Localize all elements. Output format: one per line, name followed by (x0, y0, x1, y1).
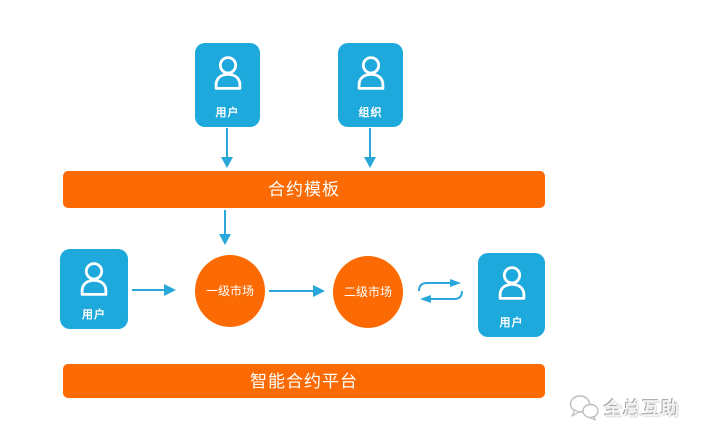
arrow-template-to-primary (218, 210, 232, 245)
circle-secondary-market: 二级市场 (333, 256, 403, 328)
node-user-left-label: 用户 (82, 309, 106, 321)
user-icon (214, 56, 241, 90)
circle-primary-market-label: 一级市场 (205, 284, 254, 298)
bar-contract-template: 合约模板 (63, 171, 545, 208)
arrow-org-to-template (363, 128, 377, 168)
circle-primary-market: 一级市场 (195, 255, 265, 327)
arrow-user-to-primary (132, 283, 176, 297)
node-org-top: 组织 (338, 43, 403, 127)
node-user-left: 用户 (60, 249, 128, 329)
arrow-primary-to-secondary (269, 284, 325, 298)
user-icon (498, 266, 525, 300)
user-icon (357, 56, 384, 90)
bar-contract-template-label: 合约模板 (268, 180, 340, 199)
node-user-top: 用户 (195, 43, 260, 127)
node-user-top-label: 用户 (215, 107, 240, 119)
bar-smart-contract-platform: 智能合约平台 (63, 364, 545, 398)
wechat-logo-icon (569, 395, 599, 421)
watermark-text: 全总互助 (604, 398, 680, 419)
arrow-exchange-secondary-user (417, 278, 464, 304)
user-icon (80, 262, 108, 296)
bar-smart-contract-platform-label: 智能合约平台 (250, 371, 358, 391)
node-user-right: 用户 (478, 253, 545, 337)
node-user-right-label: 用户 (499, 317, 524, 329)
node-org-top-label: 组织 (358, 107, 383, 119)
circle-secondary-market-label: 二级市场 (343, 285, 392, 299)
watermark: 全总互助 (569, 394, 680, 421)
arrow-user-to-template (220, 128, 234, 168)
